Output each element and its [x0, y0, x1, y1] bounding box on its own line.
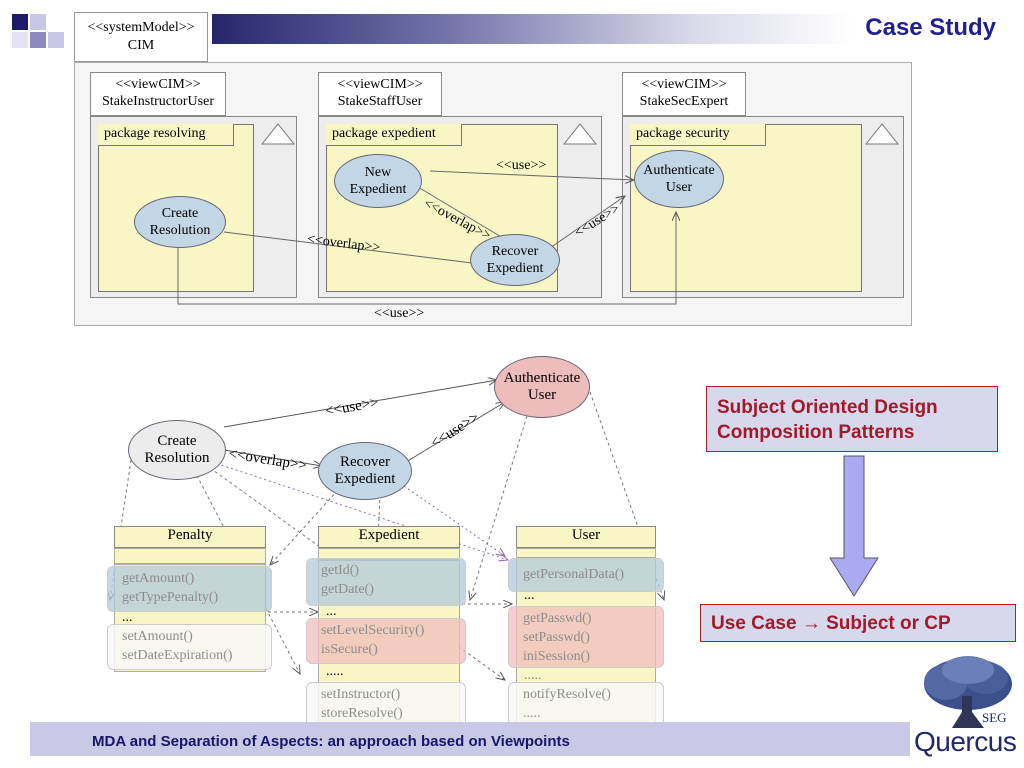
- view-tab-instructor: <<viewCIM>> StakeInstructorUser: [90, 72, 226, 116]
- method: setLevelSecurity(): [321, 623, 425, 638]
- method-group-penalty-set: setAmount() setDateExpiration(): [107, 624, 272, 670]
- package-triangle-icon: [260, 123, 296, 145]
- method-ellipsis: ...: [326, 604, 337, 619]
- callout-use-case-mapping: Use Case → Subject or CP: [700, 604, 1016, 642]
- view-name: StakeSecExpert: [639, 94, 729, 109]
- method: getPasswd(): [523, 611, 592, 626]
- method: storeResolve(): [321, 706, 403, 721]
- method-ellipsis: .....: [326, 664, 344, 679]
- method: .....: [523, 706, 541, 721]
- method: setInstructor(): [321, 687, 401, 702]
- method-group-penalty-get: getAmount() getTypePenalty(): [107, 566, 272, 612]
- method-group-expedient-get: getId() getDate(): [306, 558, 466, 606]
- page-title: Case Study: [865, 14, 996, 41]
- method: getTypePenalty(): [122, 590, 219, 605]
- method: notifyResolve(): [523, 687, 611, 702]
- package-label: package expedient: [326, 124, 462, 146]
- usecase-recover-expedient-lower: Recover Expedient: [318, 442, 412, 500]
- usecase-create-resolution: Create Resolution: [134, 196, 226, 248]
- view-name: StakeInstructorUser: [102, 94, 214, 109]
- down-arrow-icon: [829, 455, 879, 597]
- view-tab-security: <<viewCIM>> StakeSecExpert: [622, 72, 746, 116]
- method-group-expedient-security: setLevelSecurity() isSecure(): [306, 618, 466, 664]
- system-model-stereotype: <<systemModel>>: [87, 20, 195, 35]
- view-tab-staff: <<viewCIM>> StakeStaffUser: [318, 72, 442, 116]
- method-ellipsis: ...: [524, 588, 535, 603]
- decor-squares: [0, 0, 70, 62]
- method: setPasswd(): [523, 630, 590, 645]
- label-use: <<use>>: [496, 158, 547, 173]
- footer-text: MDA and Separation of Aspects: an approa…: [92, 733, 570, 750]
- logo-seg: SEG: [982, 710, 1007, 725]
- logo-quercus: Quercus: [914, 726, 1017, 757]
- view-stereotype: <<viewCIM>>: [641, 77, 727, 92]
- method: setDateExpiration(): [122, 648, 233, 663]
- class-user-header: User: [516, 526, 656, 548]
- method-group-user-notify: notifyResolve() .....: [508, 682, 664, 726]
- package-triangle-icon: [562, 123, 598, 145]
- tree-icon: [924, 656, 1012, 728]
- quercus-logo: SEG Quercus: [908, 652, 1020, 760]
- method: getId(): [321, 563, 360, 578]
- header-bar: [212, 14, 852, 44]
- package-label: package security: [630, 124, 766, 146]
- method: setAmount(): [122, 629, 193, 644]
- label-use: <<use>>: [374, 306, 425, 321]
- callout-subject-oriented-design: Subject Oriented Design Composition Patt…: [706, 386, 998, 452]
- view-name: StakeStaffUser: [337, 94, 423, 109]
- system-model-tab: <<systemModel>> CIM: [74, 12, 208, 62]
- method-group-expedient-resolve: setInstructor() storeResolve(): [306, 682, 466, 728]
- usecase-authenticate-user-lower: Authenticate User: [494, 356, 590, 418]
- system-model-name: CIM: [127, 38, 155, 53]
- callout-text: Use Case → Subject or CP: [711, 613, 951, 634]
- method-ellipsis: .....: [524, 668, 542, 683]
- usecase-new-expedient: New Expedient: [334, 154, 422, 208]
- method: getDate(): [321, 582, 374, 597]
- method: iniSession(): [523, 649, 590, 664]
- class-expedient-header: Expedient: [318, 526, 460, 548]
- view-stereotype: <<viewCIM>>: [115, 77, 201, 92]
- method: getAmount(): [122, 571, 195, 586]
- method-group-user-session: getPasswd() setPasswd() iniSession(): [508, 606, 664, 668]
- cim-relationships: [177, 170, 1024, 305]
- package-triangle-icon: [864, 123, 900, 145]
- method-ellipsis: ...: [122, 610, 133, 625]
- class-penalty-attrs: [114, 548, 266, 564]
- method: isSecure(): [321, 642, 378, 657]
- view-stereotype: <<viewCIM>>: [337, 77, 423, 92]
- class-user-attrs: [516, 548, 656, 558]
- usecase-authenticate-user: Authenticate User: [634, 150, 724, 208]
- callout-text: Subject Oriented Design Composition Patt…: [717, 397, 938, 443]
- footer-bar: [30, 722, 910, 756]
- usecase-create-resolution-lower: Create Resolution: [128, 420, 226, 480]
- method-group-user-data: getPersonalData(): [508, 558, 664, 592]
- method: getPersonalData(): [523, 567, 625, 582]
- package-label: package resolving: [98, 124, 234, 146]
- usecase-recover-expedient: Recover Expedient: [470, 234, 560, 286]
- class-penalty-header: Penalty: [114, 526, 266, 548]
